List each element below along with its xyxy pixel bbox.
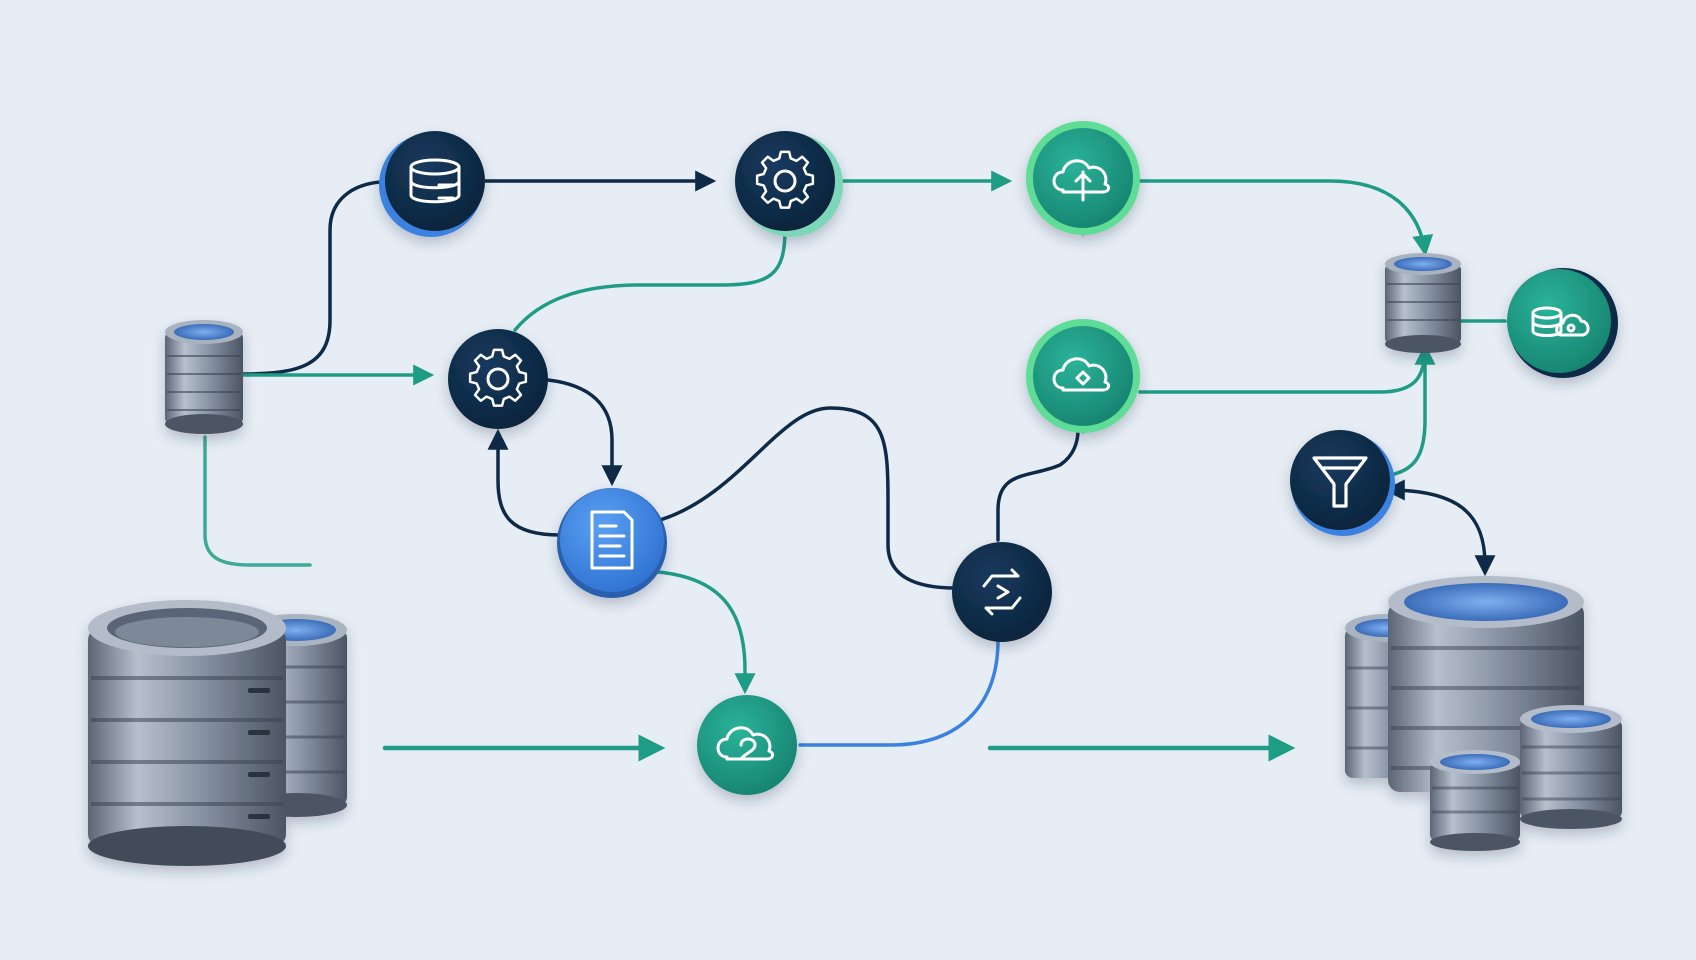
filter-node[interactable]	[1290, 430, 1395, 536]
target-db-small[interactable]	[1385, 253, 1461, 353]
edge-filter-to-target-db-large	[1383, 479, 1496, 577]
gear-icon	[468, 348, 528, 407]
gear-icon	[755, 150, 815, 209]
edge-cloud-mid-to-target-db	[1138, 343, 1436, 394]
cloud-icon	[1052, 357, 1111, 392]
gear-node-top[interactable]	[735, 131, 843, 237]
storage-node[interactable]	[379, 131, 485, 237]
edge-document-to-transform	[658, 406, 957, 590]
transform-icon	[982, 568, 1022, 616]
cloud-storage-icon	[1531, 306, 1590, 337]
connectors	[203, 170, 1507, 762]
document-node[interactable]	[557, 488, 667, 598]
storage-icon	[409, 158, 461, 204]
gear-node-mid[interactable]	[448, 329, 548, 429]
source-db-large[interactable]	[88, 600, 347, 866]
source-db-small[interactable]	[165, 320, 243, 434]
edge-transform-to-cloud-mid	[996, 428, 1080, 542]
cloud-node-top[interactable]	[1026, 121, 1140, 236]
edge-gear-mid-to-document	[546, 378, 623, 487]
cloud-node-bottom[interactable]	[697, 695, 797, 795]
edge-db-down	[203, 435, 312, 567]
edge-cloud-bottom-to-transform	[798, 638, 1000, 747]
cloud-node-mid[interactable]	[1026, 319, 1140, 434]
edge-document-to-cloud-bottom	[656, 570, 756, 695]
cloud-sync-icon	[716, 726, 775, 761]
cloud-upload-icon	[1052, 159, 1111, 202]
edge-gear-top-to-gear-mid	[513, 228, 787, 332]
cloud-storage-node[interactable]	[1507, 268, 1618, 378]
document-icon	[590, 510, 634, 570]
edge-filter-to-target-db	[1388, 358, 1427, 477]
edge-document-to-gear-mid	[487, 428, 562, 537]
transform-node[interactable]	[952, 542, 1052, 642]
edge-cloud-top-to-target-db	[1138, 179, 1434, 257]
target-db-large[interactable]	[1345, 576, 1622, 851]
filter-icon	[1312, 456, 1368, 508]
edge-db-to-storage	[241, 180, 387, 376]
